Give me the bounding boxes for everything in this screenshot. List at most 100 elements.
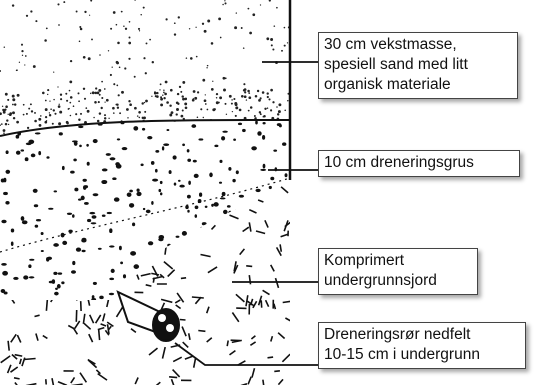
sand-speck [98,89,101,92]
gravel-stone [35,225,39,228]
subsoil-hatch-stroke [212,225,216,229]
sand-speck [87,110,90,113]
sand-speck [215,126,217,128]
sand-speck [283,133,286,136]
sand-speck [182,81,185,84]
sand-speck [223,77,226,80]
sand-speck [212,108,215,111]
subsoil-hatch-stroke [36,334,38,341]
sand-speck [115,104,117,106]
subsoil-hatch-stroke [141,274,151,276]
gravel-stone [5,201,9,205]
subsoil-hatch-stroke [95,185,102,190]
sand-speck [176,132,179,135]
gravel-stone [107,212,112,214]
gravel-stone [205,225,210,227]
sand-speck [162,94,163,95]
sand-speck [231,99,233,101]
sand-speck [257,90,259,92]
subsoil-hatch-stroke [8,341,9,351]
gravel-stone [11,228,14,232]
sand-speck [63,1,65,3]
gravel-stone [146,210,151,214]
sand-speck [112,67,113,68]
gravel-stone [78,199,82,201]
gravel-stone [188,277,193,281]
sand-speck [143,57,145,59]
sand-speck [53,99,54,100]
sand-speck [259,128,261,130]
subsoil-hatch-stroke [107,300,109,307]
sand-speck [277,113,279,115]
gravel-stone [169,170,172,174]
sand-speck [150,122,151,123]
gravel-stone [1,220,6,224]
subsoil-hatch-stroke [1,356,11,363]
subsoil-hatch-stroke [143,226,151,227]
subsoil-hatch-stroke [232,313,238,322]
sand-speck [219,96,222,99]
subsoil-hatch-stroke [151,273,159,275]
gravel-stone [53,243,59,247]
subsoil-hatch-stroke [249,222,251,231]
subsoil-hatch-stroke [11,367,18,372]
subsoil-hatch-stroke [230,351,236,355]
gravel-stone [92,215,97,218]
subsoil-hatch-stroke [189,333,190,340]
gravel-stone [102,215,106,217]
sand-speck [186,57,188,59]
subsoil-hatch-stroke [250,342,255,345]
sand-speck [35,20,37,22]
gravel-stone [162,146,164,150]
gravel-stone [22,220,28,224]
sand-speck [12,95,15,98]
gravel-stone [59,132,63,135]
gravel-stone [238,123,242,126]
sand-speck [205,94,206,95]
sand-speck [0,70,1,72]
sand-speck [224,2,226,4]
subsoil-hatch-stroke [11,334,16,342]
sand-speck [164,93,167,96]
callout-compacted-subsoil-line-1: Komprimert [324,251,472,271]
sand-speck [143,7,145,9]
subsoil-hatch-stroke [119,237,122,245]
sand-speck [85,107,87,109]
subsoil-hatch-stroke [89,334,93,342]
gravel-stone [73,158,77,161]
sand-speck [80,28,83,31]
sand-speck [194,97,197,100]
sand-speck [181,95,183,97]
sand-speck [12,104,14,106]
sand-speck [177,93,179,95]
subsoil-hatch-stroke [78,225,83,235]
sand-speck [5,93,8,96]
subsoil-hatch-stroke [83,273,87,277]
sand-speck [245,126,247,128]
sand-speck [166,101,169,104]
subsoil-hatch-stroke [75,321,80,329]
sand-speck [271,44,273,46]
sand-speck [281,50,283,52]
sand-speck [197,130,198,131]
gravel-stone [155,169,158,173]
sand-speck [98,101,100,103]
subsoil-hatch-stroke [271,336,273,341]
sand-speck [278,103,281,106]
growing-medium-layer [0,0,291,136]
sand-speck [134,76,136,78]
sand-speck [3,129,6,132]
gravel-stone [54,292,59,296]
sand-speck [117,42,120,45]
sand-speck [34,120,37,123]
subsoil-hatch-stroke [149,348,158,355]
gravel-stone [93,282,97,285]
sand-speck [156,127,159,130]
sand-speck [118,124,120,126]
gravel-stone [49,281,54,284]
sand-speck [249,32,252,35]
callout-growing-medium-line-2: spesiell sand med litt [324,55,512,75]
subsoil-hatch-stroke [280,244,281,251]
gravel-stone [76,247,81,251]
gravel-stone [123,274,126,278]
